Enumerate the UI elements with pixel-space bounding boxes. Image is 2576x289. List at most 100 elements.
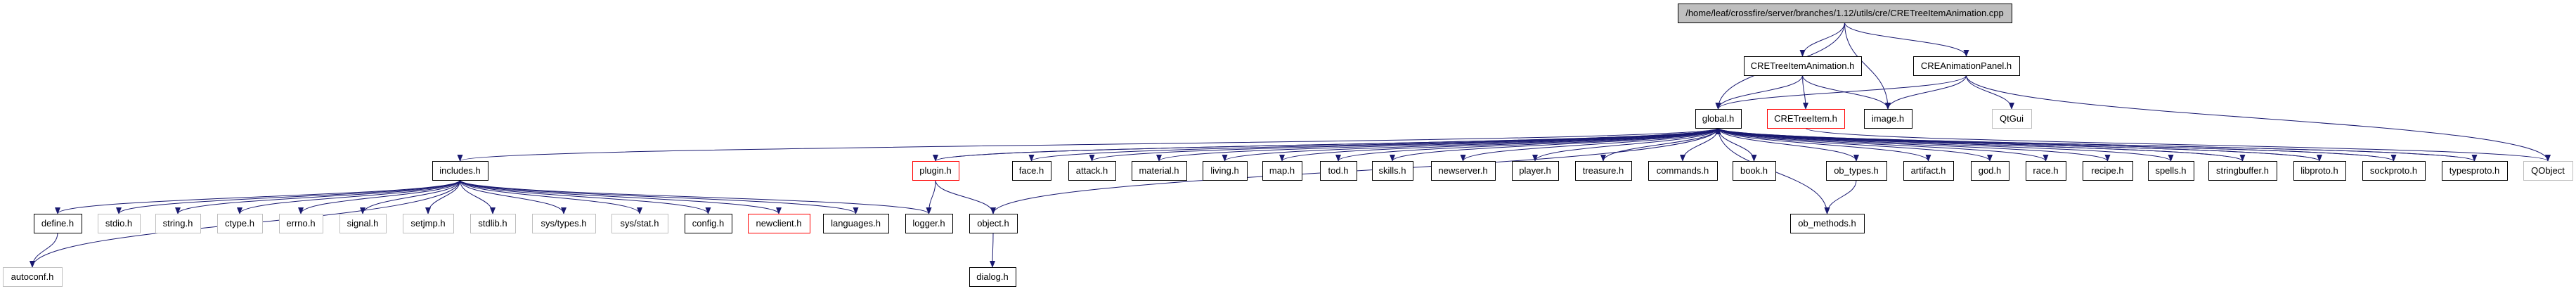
node-box (1203, 161, 1248, 181)
node-includes[interactable]: includes.h (432, 161, 488, 181)
node-image[interactable]: image.h (1864, 109, 1912, 129)
edge-global-to-player (1532, 127, 1719, 162)
edge-global-to-face (1028, 127, 1719, 162)
node-ob_methods[interactable]: ob_methods.h (1790, 214, 1865, 233)
node-commands[interactable]: commands.h (1648, 161, 1718, 181)
node-box (1992, 109, 2032, 129)
node-label: map.h (1269, 165, 1295, 176)
node-creta[interactable]: CRETreeItemAnimation.h (1744, 56, 1862, 76)
node-label: image.h (1872, 113, 1904, 124)
edge-creap-to-qobject (1966, 75, 2551, 162)
edge-global-to-map (1279, 127, 1719, 162)
node-living[interactable]: living.h (1203, 161, 1248, 181)
node-setjmp[interactable]: setjmp.h (403, 214, 454, 233)
node-map[interactable]: map.h (1262, 161, 1302, 181)
node-box (2208, 161, 2277, 181)
node-label: artifact.h (1911, 165, 1946, 176)
node-signal[interactable]: signal.h (339, 214, 387, 233)
node-skills[interactable]: skills.h (1372, 161, 1413, 181)
node-sockproto[interactable]: sockproto.h (2362, 161, 2426, 181)
node-stringbuffer[interactable]: stringbuffer.h (2208, 161, 2277, 181)
node-box (2523, 161, 2573, 181)
node-label: logger.h (912, 218, 945, 229)
node-creap[interactable]: CREAnimationPanel.h (1913, 56, 2020, 76)
node-box (1512, 161, 1559, 181)
node-systypes[interactable]: sys/types.h (532, 214, 596, 233)
node-recipe[interactable]: recipe.h (2083, 161, 2133, 181)
node-label: dialog.h (976, 271, 1009, 282)
node-plugin[interactable]: plugin.h (912, 161, 959, 181)
node-ctype[interactable]: ctype.h (217, 214, 263, 233)
node-ob_types[interactable]: ob_types.h (1826, 161, 1887, 181)
node-string[interactable]: string.h (155, 214, 201, 233)
edge-includes-to-setjmp (425, 179, 460, 214)
edge-global-to-includes (458, 127, 1719, 162)
node-label: attack.h (1076, 165, 1108, 176)
node-artifact[interactable]: artifact.h (1903, 161, 1954, 181)
edge-includes-to-define (55, 179, 460, 214)
node-treasure[interactable]: treasure.h (1575, 161, 1632, 181)
node-box (2083, 161, 2133, 181)
edge-ob_types-to-ob_methods (1824, 179, 1857, 214)
node-label: languages.h (831, 218, 881, 229)
node-race[interactable]: race.h (2026, 161, 2066, 181)
edge-typesproto-to-global (1715, 127, 2475, 162)
node-box (1262, 161, 1302, 181)
edge-includes-to-ctype (237, 179, 460, 214)
node-god[interactable]: god.h (1971, 161, 2009, 181)
node-box (1320, 161, 1357, 181)
node-label: living.h (1210, 165, 1238, 176)
node-attack[interactable]: attack.h (1068, 161, 1116, 181)
edge-object-to-dialog (990, 232, 996, 268)
edge-global-to-treasure (1600, 127, 1719, 162)
node-typesproto[interactable]: typesproto.h (2442, 161, 2508, 181)
edge-cretreeitem-to-qobject (1805, 127, 2551, 162)
node-cretreeitem[interactable]: CRETreeItem.h (1767, 109, 1845, 129)
node-languages[interactable]: languages.h (823, 214, 889, 233)
node-box (823, 214, 889, 233)
node-label: stdlib.h (478, 218, 507, 229)
node-define[interactable]: define.h (34, 214, 82, 233)
node-face[interactable]: face.h (1012, 161, 1051, 181)
node-root[interactable]: /home/leaf/crossfire/server/branches/1.1… (1678, 4, 2012, 23)
node-dialog[interactable]: dialog.h (969, 267, 1016, 287)
node-spells[interactable]: spells.h (2148, 161, 2194, 181)
edge-global-to-living (1222, 127, 1719, 162)
edge-global-to-god (1718, 127, 1993, 162)
node-box (685, 214, 732, 233)
node-libproto[interactable]: libproto.h (2293, 161, 2346, 181)
edge-includes-to-errno (298, 179, 460, 214)
node-tod[interactable]: tod.h (1320, 161, 1357, 181)
node-box (2293, 161, 2346, 181)
node-box (1132, 161, 1187, 181)
node-errno[interactable]: errno.h (279, 214, 323, 233)
node-qtgui[interactable]: QtGui (1992, 109, 2032, 129)
node-label: object.h (977, 218, 1009, 229)
node-box (217, 214, 263, 233)
node-label: QtGui (2000, 113, 2024, 124)
node-stdlib[interactable]: stdlib.h (470, 214, 516, 233)
node-material[interactable]: material.h (1132, 161, 1187, 181)
node-autoconf[interactable]: autoconf.h (3, 267, 63, 287)
node-newclient[interactable]: newclient.h (748, 214, 810, 233)
node-config[interactable]: config.h (685, 214, 732, 233)
node-player[interactable]: player.h (1512, 161, 1559, 181)
node-stdio[interactable]: stdio.h (98, 214, 141, 233)
node-label: define.h (41, 218, 74, 229)
node-label: string.h (163, 218, 193, 229)
node-qobject[interactable]: QObject (2523, 161, 2573, 181)
node-global[interactable]: global.h (1695, 109, 1742, 129)
node-object[interactable]: object.h (969, 214, 1018, 233)
node-sysstat[interactable]: sys/stat.h (611, 214, 668, 233)
node-label: newserver.h (1438, 165, 1487, 176)
node-box (3, 267, 63, 287)
edge-sockproto-to-global (1715, 127, 2394, 162)
node-logger[interactable]: logger.h (905, 214, 953, 233)
node-book[interactable]: book.h (1733, 161, 1776, 181)
node-label: god.h (1979, 165, 2002, 176)
node-newserver[interactable]: newserver.h (1431, 161, 1496, 181)
edge-global-to-race (1718, 127, 2049, 162)
edge-libproto-to-global (1715, 127, 2320, 162)
edge-define-to-autoconf (30, 232, 58, 268)
edge-includes-to-sysstat (460, 179, 642, 214)
